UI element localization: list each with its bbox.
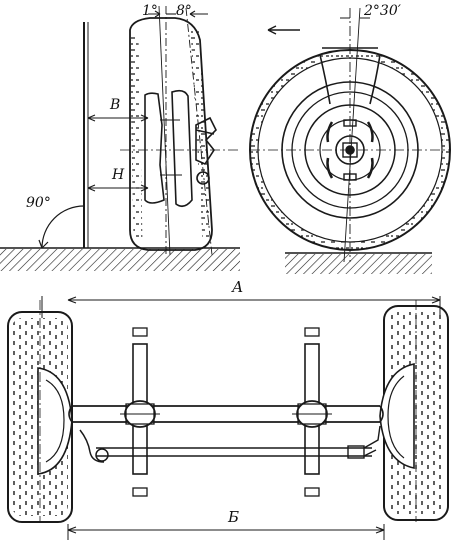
dimension-b	[87, 114, 149, 122]
axle-beam	[68, 405, 384, 423]
camber-angle-label: 1°	[142, 3, 158, 19]
tire-section	[129, 17, 213, 251]
right-tire-top	[379, 305, 449, 521]
dimension-rear	[67, 524, 385, 540]
ground-right	[285, 252, 432, 274]
travel-direction-arrow	[267, 25, 300, 35]
right-angle-label: 90°	[26, 195, 51, 211]
rear-track-label: Б	[228, 508, 240, 526]
caster-line	[343, 7, 361, 263]
camber-line	[158, 5, 171, 256]
pin-tilt-line	[185, 7, 213, 256]
dimension-h	[87, 184, 149, 192]
ground-left	[0, 247, 240, 271]
dimension-h-label: Н	[112, 167, 125, 183]
caster-angle-label: 2°30′	[364, 3, 401, 19]
left-spring	[120, 327, 160, 497]
pin-tilt-angle-label: 8°	[176, 3, 192, 19]
dimension-a	[41, 296, 441, 318]
side-view	[0, 5, 240, 271]
front-track-label: А	[232, 278, 244, 296]
right-angle-arc	[41, 205, 85, 249]
tie-rod	[79, 425, 381, 463]
reference-wall	[83, 22, 89, 248]
dimension-b-label: В	[110, 97, 121, 113]
right-spring	[292, 327, 332, 497]
top-view-axle	[7, 296, 449, 540]
front-view	[249, 7, 451, 274]
